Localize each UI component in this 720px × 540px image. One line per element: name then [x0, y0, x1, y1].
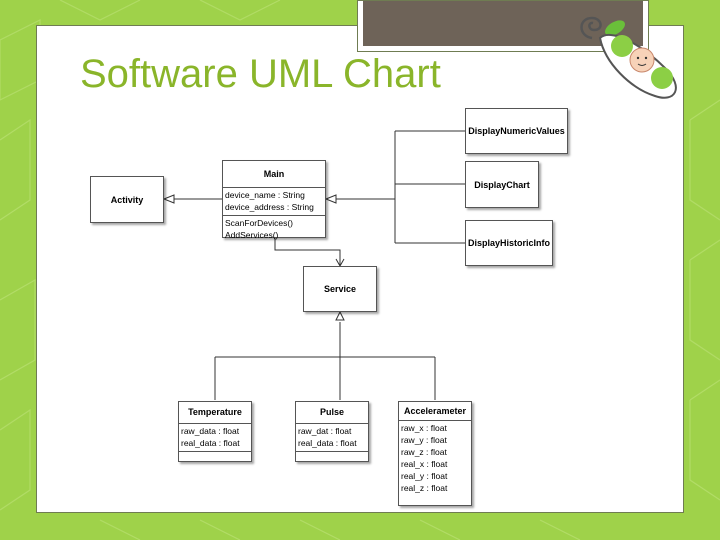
attribute-row: raw_x : float [401, 423, 447, 433]
class-main-methods: ScanForDevices() AddServices() [223, 215, 325, 243]
class-temperature: Temperature raw_data : float real_data :… [178, 401, 252, 462]
method-row: ScanForDevices() [225, 218, 294, 228]
attribute-row: device_name : String [225, 190, 305, 200]
attribute-row: real_z : float [401, 483, 448, 493]
class-pulse-methods [296, 451, 368, 460]
attribute-row: real_y : float [401, 471, 448, 481]
class-service: Service [303, 266, 377, 312]
header-image [363, 1, 643, 46]
class-pulse-name: Pulse [319, 407, 344, 417]
class-service-name: Service [323, 284, 357, 294]
class-main-attributes: device_name : String device_address : St… [223, 187, 325, 215]
class-main: Main device_name : String device_address… [222, 160, 326, 240]
attribute-row: raw_y : float [401, 435, 447, 445]
class-display-historic-info: DisplayHistoricInfo [465, 220, 553, 266]
attribute-row: raw_z : float [401, 447, 447, 457]
class-main-name: Main [263, 169, 285, 179]
class-display-chart: DisplayChart [465, 161, 539, 208]
attribute-row: real_data : float [298, 438, 357, 448]
activity-arrowhead [162, 194, 175, 204]
class-pulse: Pulse raw_dat : float real_data : float [295, 401, 369, 462]
class-temperature-name: Temperature [188, 407, 242, 417]
pea-pod-logo [580, 16, 677, 99]
attribute-row: real_x : float [401, 459, 448, 469]
class-accelerometer-name: Accelerameter [403, 406, 467, 416]
method-row: AddServices() [225, 230, 279, 240]
attribute-row: real_data : float [181, 438, 240, 448]
class-accelerometer-attributes: raw_x : float raw_y : float raw_z : floa… [399, 420, 471, 496]
class-display-historic-info-name: DisplayHistoricInfo [467, 238, 550, 248]
page-title: Software UML Chart [80, 52, 441, 96]
class-temperature-attributes: raw_data : float real_data : float [179, 423, 251, 451]
class-accelerometer: Accelerameter raw_x : float raw_y : floa… [398, 401, 472, 506]
class-pulse-attributes: raw_dat : float real_data : float [296, 423, 368, 451]
service-generalization-arrowhead [335, 310, 345, 321]
main-arrowhead [324, 194, 337, 204]
class-activity: Activity [90, 176, 164, 223]
class-temperature-methods [179, 451, 251, 460]
attribute-row: raw_data : float [181, 426, 240, 436]
attribute-row: raw_dat : float [298, 426, 352, 436]
class-display-chart-name: DisplayChart [474, 179, 530, 190]
class-display-numeric-values: DisplayNumericValues [465, 108, 568, 154]
main-to-service-line [274, 237, 341, 265]
attribute-row: device_address : String [225, 202, 314, 212]
class-display-numeric-values-name: DisplayNumericValues [468, 126, 565, 136]
class-activity-name: Activity [110, 194, 144, 205]
